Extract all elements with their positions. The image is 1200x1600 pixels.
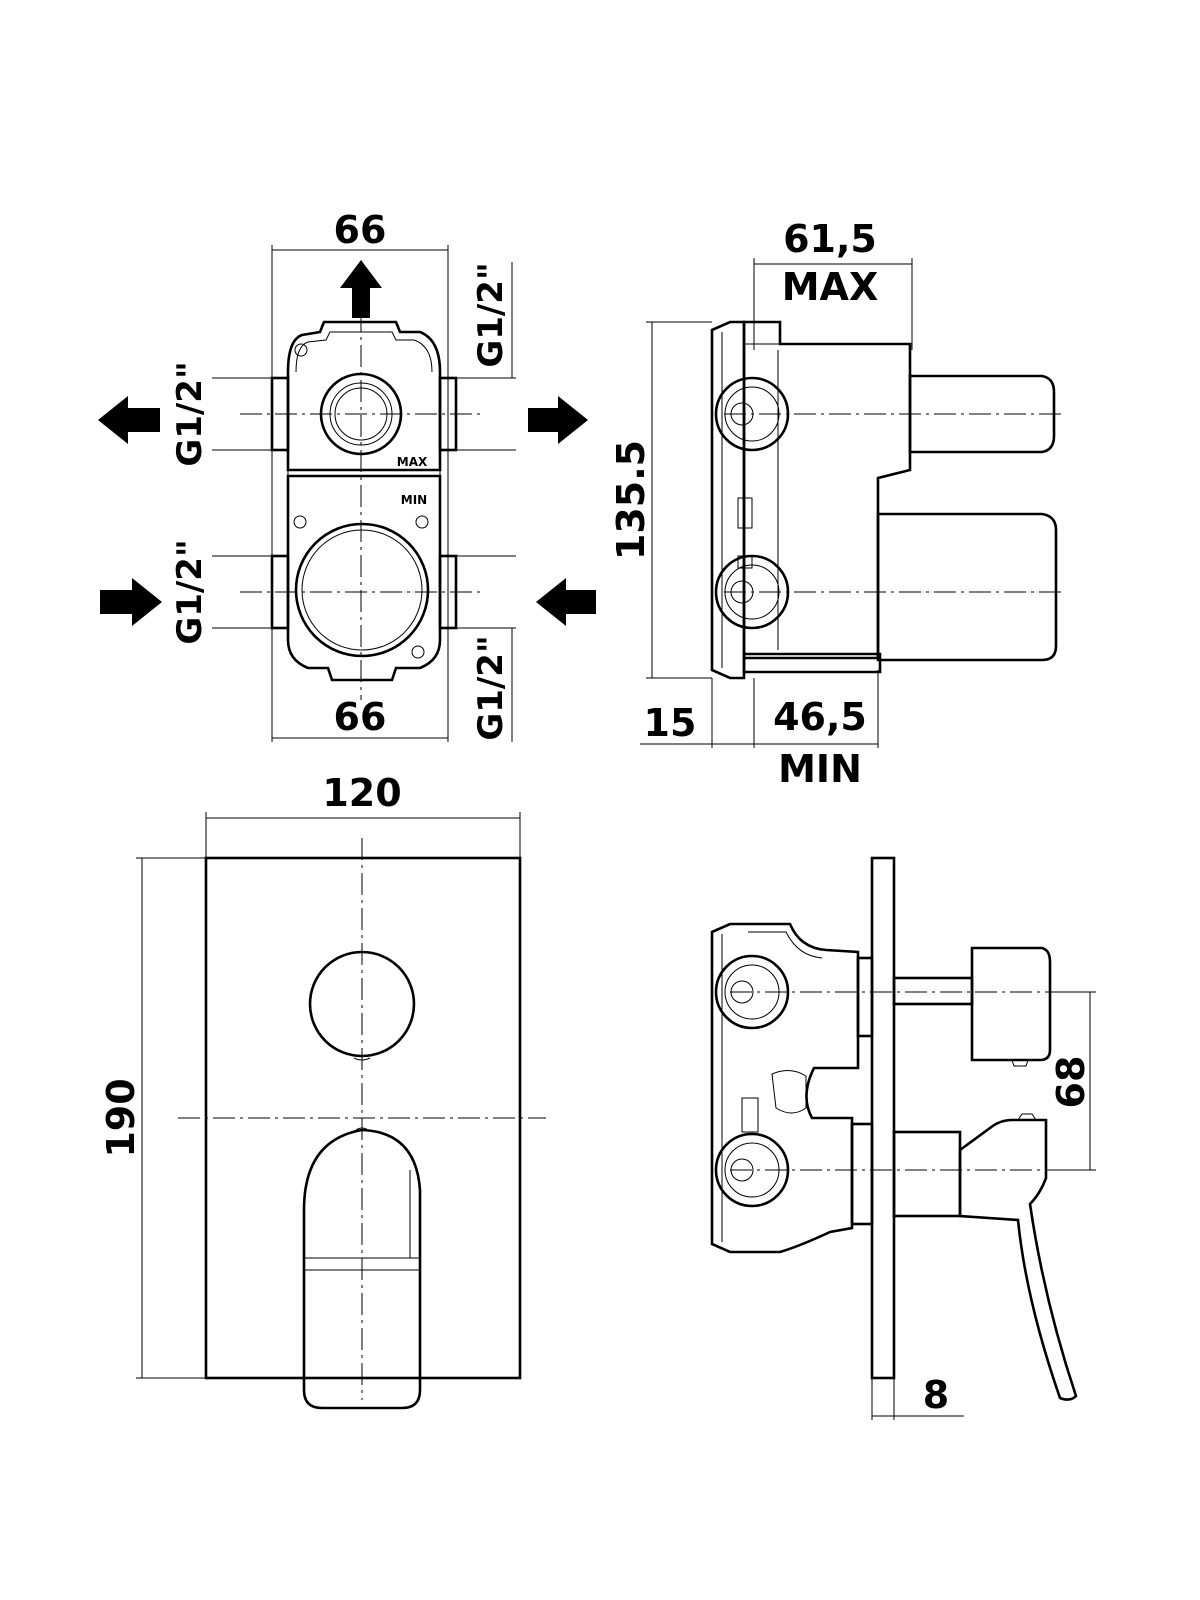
conn-left-lower-label: G1/2" xyxy=(170,539,210,644)
depth-max-label: MAX xyxy=(782,265,879,309)
inlet-left-arrow-icon xyxy=(100,578,162,626)
side-height: 135.5 xyxy=(609,440,653,560)
installed-upper-port xyxy=(714,954,790,1030)
conn-left-upper-label: G1/2" xyxy=(170,361,210,466)
valve-body-upper xyxy=(286,320,442,472)
valve-body-lower xyxy=(286,474,442,682)
inlet-right-arrow-icon xyxy=(536,578,596,626)
side-body xyxy=(742,320,912,660)
outlet-up-arrow-icon xyxy=(340,260,382,318)
min-mark: MIN xyxy=(401,493,427,507)
cartridge-circle xyxy=(294,522,430,658)
front-view: 66 MAX MIN xyxy=(98,208,596,742)
depth-min-label: MIN xyxy=(778,747,862,791)
lever-side xyxy=(958,1118,1078,1401)
front-top-width: 66 xyxy=(334,208,387,252)
plate-thickness: 8 xyxy=(923,1373,949,1417)
side-flange xyxy=(710,320,746,680)
outlet-right-arrow-icon xyxy=(528,396,588,444)
conn-bottom-right-label: G1/2" xyxy=(471,635,511,740)
diverter-stem xyxy=(892,976,974,1006)
installed-lower-port xyxy=(714,1132,790,1208)
conn-top-right-label: G1/2" xyxy=(471,262,511,367)
max-mark: MAX xyxy=(397,455,428,469)
side-offset: 15 xyxy=(644,701,697,745)
lever-handle xyxy=(302,1128,422,1410)
diverter-knob-side xyxy=(970,946,1052,1062)
depth-min-value: 46,5 xyxy=(773,695,867,739)
lever-base xyxy=(892,1130,962,1218)
side-lower-extension xyxy=(876,512,1058,662)
plate-width: 120 xyxy=(322,771,401,815)
installed-plate xyxy=(870,856,896,1380)
depth-max-value: 61,5 xyxy=(783,217,877,261)
side-upper-extension xyxy=(908,374,1056,454)
plate-height: 190 xyxy=(99,1078,143,1157)
axis-distance: 68 xyxy=(1049,1056,1093,1109)
installed-view: 68 8 xyxy=(710,856,1096,1420)
side-view: 61,5 MAX 135.5 xyxy=(609,217,1066,791)
outlet-left-arrow-icon xyxy=(98,396,160,444)
plate-view: 120 190 xyxy=(99,771,546,1410)
front-bottom-width: 66 xyxy=(334,695,387,739)
installed-body xyxy=(710,922,860,1254)
